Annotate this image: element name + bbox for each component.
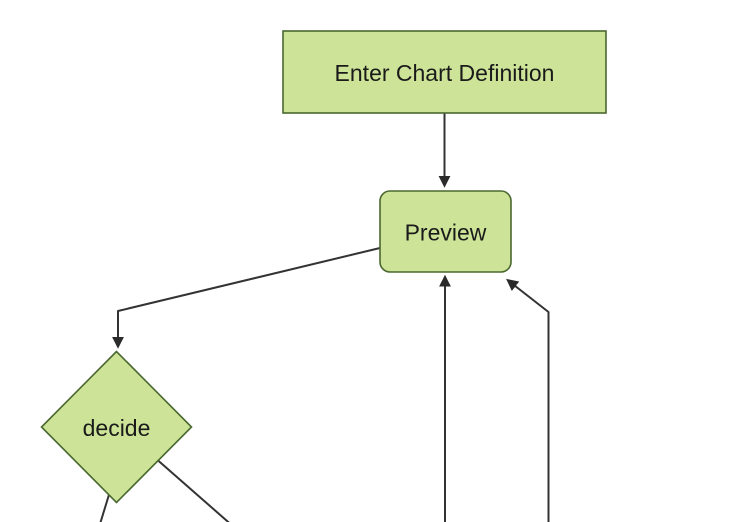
edge-decide-to-offscreen-right: [156, 459, 230, 522]
edges-layer: [99, 113, 550, 522]
edge-decide-to-offscreen-left: [99, 492, 111, 522]
enter-chart-definition-box: [282, 30, 607, 114]
edge-offscreen-to-preview-diagonal: [506, 278, 550, 522]
node-enter-chart-definition: Enter Chart Definition: [282, 30, 607, 114]
enter-chart-definition-label: Enter Chart Definition: [335, 60, 555, 86]
decide-diamond: [40, 350, 193, 504]
preview-box: [379, 190, 512, 273]
decide-label: decide: [83, 415, 151, 441]
node-preview: Preview: [379, 190, 512, 273]
node-decide: decide: [40, 350, 193, 504]
preview-label: Preview: [405, 220, 487, 246]
edge-preview-to-decide: [112, 247, 381, 349]
